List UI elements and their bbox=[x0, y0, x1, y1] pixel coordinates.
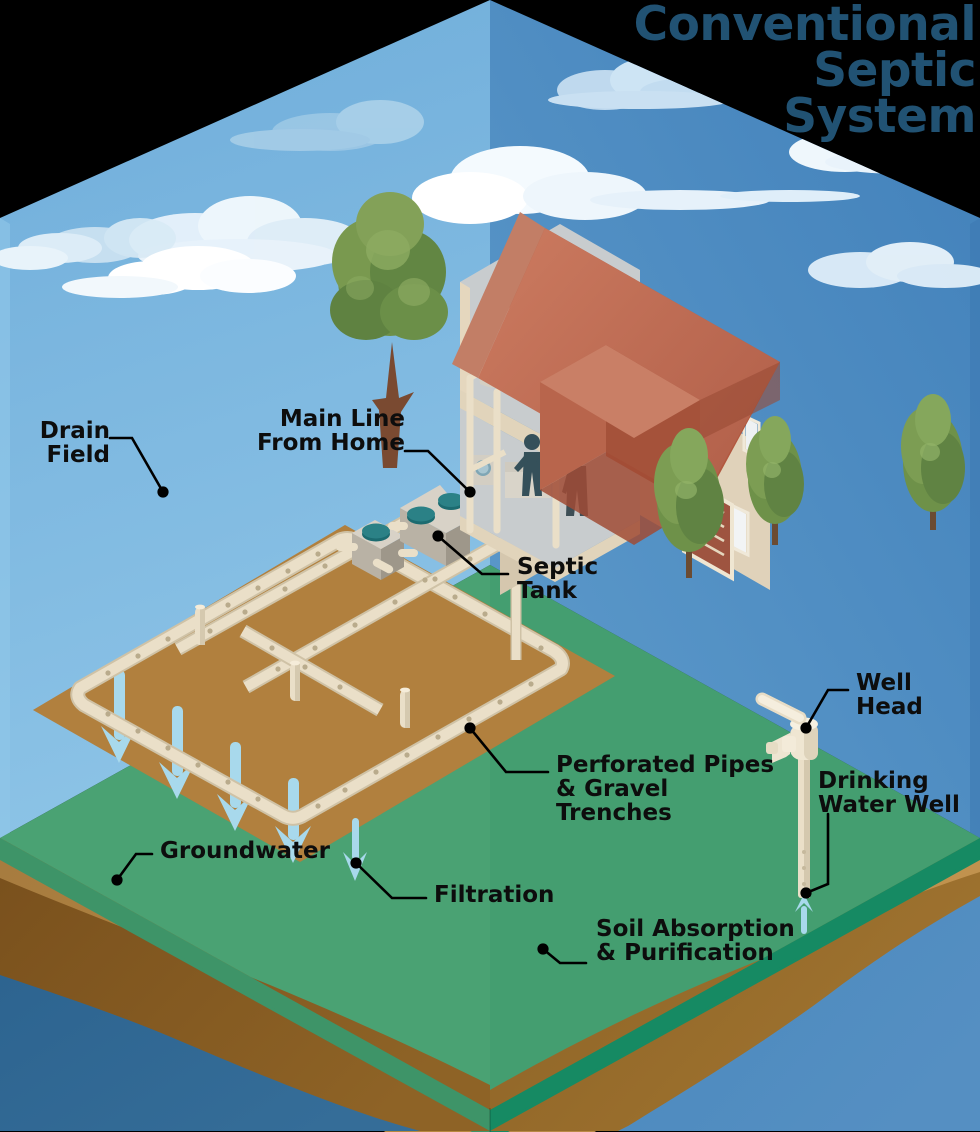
roof-ridge-left bbox=[452, 212, 545, 378]
label-drain-field: Drain Field bbox=[39, 418, 110, 468]
well-intake-arrow bbox=[795, 894, 813, 934]
grass-edge-right-thin bbox=[490, 838, 980, 1128]
grass-edge-left-thin bbox=[0, 838, 490, 1128]
leader-groundwater bbox=[115, 852, 154, 882]
roof-hip-right bbox=[700, 362, 780, 440]
vent-riser bbox=[290, 660, 300, 701]
pipe-perforations bbox=[105, 514, 544, 809]
house-floor-lower bbox=[460, 516, 640, 582]
deciduous-tree bbox=[330, 192, 448, 468]
cloud-right-low bbox=[808, 242, 980, 288]
label-perforated-pipes: Perforated Pipes & Gravel Trenches bbox=[556, 752, 775, 826]
cloud-left-d bbox=[0, 233, 102, 270]
well-casing-perforations bbox=[802, 850, 806, 886]
page-title: Conventional Septic System bbox=[633, 0, 977, 145]
distribution-box bbox=[336, 520, 418, 580]
leader-soil-absorption bbox=[541, 947, 588, 965]
roof-front-slope bbox=[540, 345, 700, 438]
leader-filtration bbox=[354, 861, 428, 900]
evergreen-tree bbox=[901, 394, 965, 530]
leader-well-head bbox=[804, 688, 850, 730]
leader-dots bbox=[111, 486, 812, 955]
soil-faces-final bbox=[0, 838, 980, 1132]
cloud-left-c bbox=[62, 246, 296, 298]
vent-riser bbox=[195, 604, 205, 645]
cloud-right-b bbox=[412, 146, 860, 224]
cloud-center-top bbox=[230, 100, 424, 151]
leader-drain-field bbox=[108, 436, 165, 494]
evergreen-tree bbox=[746, 416, 804, 545]
vent-riser-group bbox=[195, 604, 410, 728]
cube-center-seam bbox=[489, 1108, 491, 1132]
leader-drinking-well bbox=[804, 812, 830, 895]
perforated-pipe-network bbox=[70, 497, 570, 826]
vent-riser bbox=[400, 687, 410, 728]
leader-perforated-pipes bbox=[468, 726, 550, 774]
label-main-line: Main Line From Home bbox=[257, 406, 405, 456]
evergreen-tree bbox=[654, 428, 724, 578]
label-well-head: Well Head bbox=[856, 670, 923, 720]
sky-right-edge-shadow bbox=[970, 218, 980, 843]
leader-main-line bbox=[403, 449, 472, 494]
leader-septic-tank bbox=[436, 534, 510, 576]
label-septic-tank: Septic Tank bbox=[517, 554, 599, 604]
label-filtration: Filtration bbox=[434, 882, 555, 908]
sky-edge-highlight bbox=[0, 218, 10, 843]
label-drinking-water-well: Drinking Water Well bbox=[818, 768, 960, 818]
grass-top-plane-right-shade bbox=[490, 565, 980, 1110]
label-groundwater: Groundwater bbox=[160, 838, 330, 864]
label-soil-absorption: Soil Absorption & Purification bbox=[596, 916, 795, 966]
